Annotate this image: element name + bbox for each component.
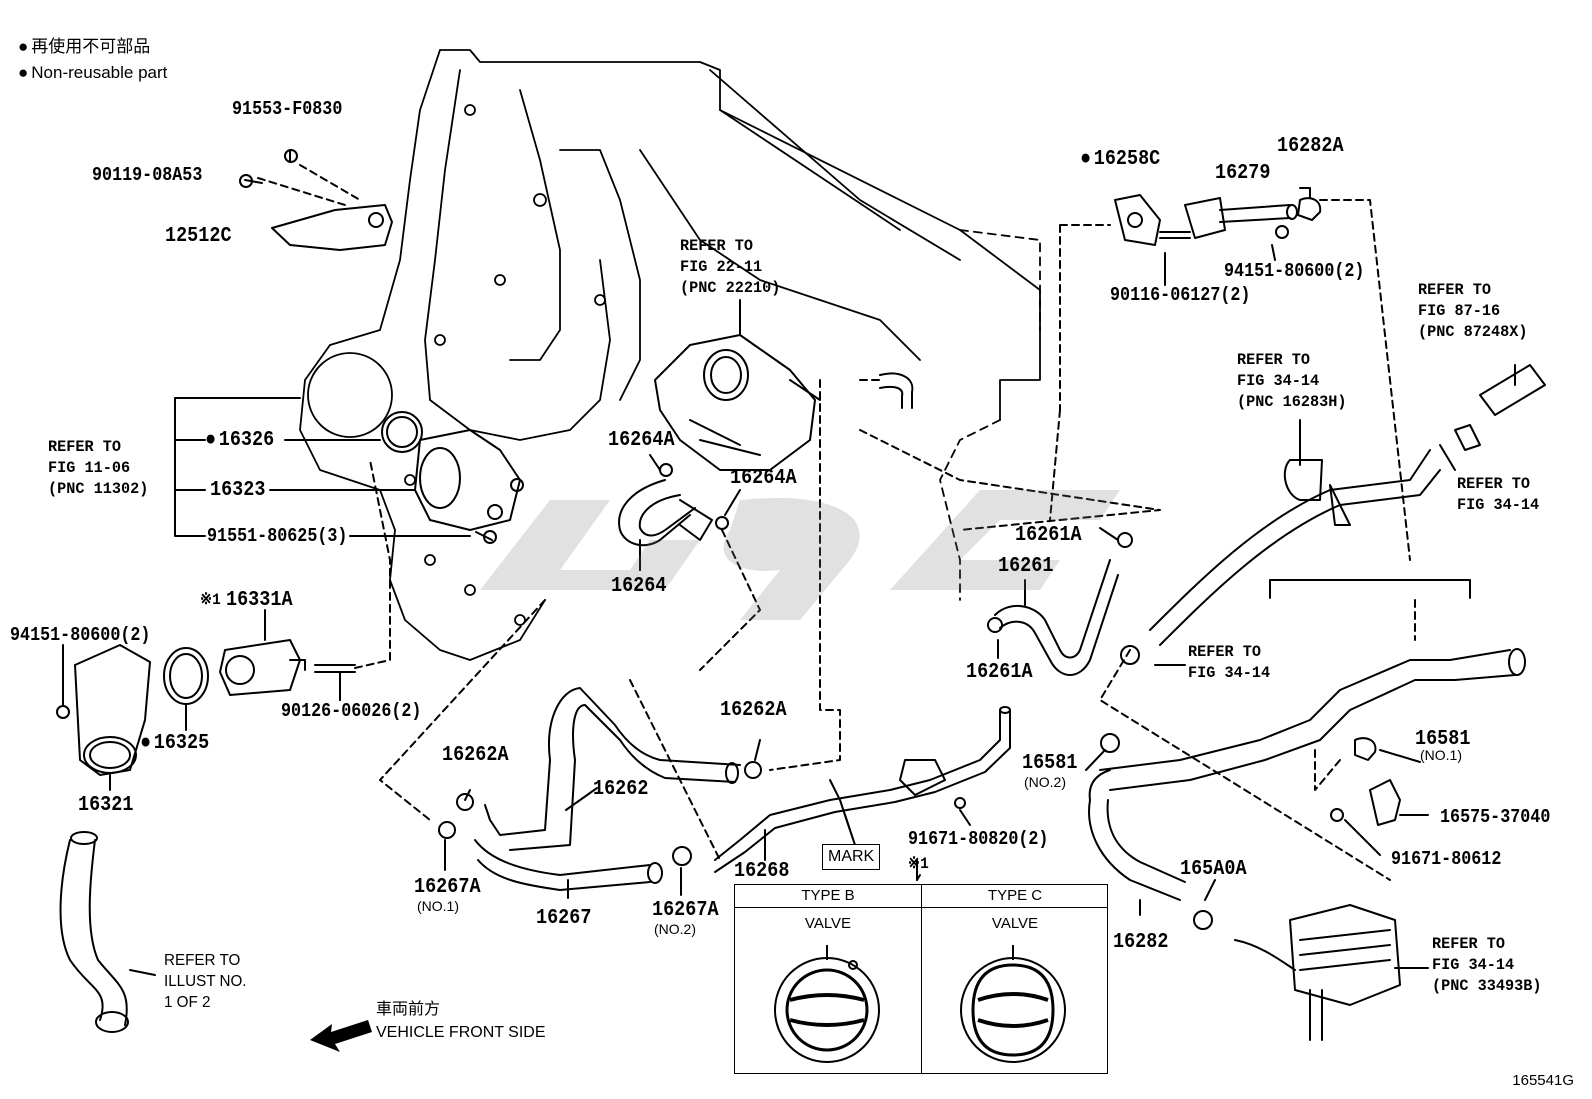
type-b-valve-label: VALVE <box>804 915 852 932</box>
part-91671-80612[interactable]: 91671-80612 <box>1391 848 1502 870</box>
label-no2-16267a: (NO.2) <box>654 921 696 937</box>
part-94151-80600-right[interactable]: 94151-80600(2) <box>1224 260 1365 282</box>
part-16581-no1[interactable]: 16581 <box>1415 728 1471 751</box>
part-16267a-no1[interactable]: 16267A <box>414 876 481 899</box>
type-b-header: TYPE B <box>735 885 921 908</box>
part-16261a-upper[interactable]: 16261A <box>1015 524 1082 547</box>
hose-16267 <box>474 839 651 891</box>
watermark-logo <box>480 490 1120 620</box>
ref-fig-22-11[interactable]: REFER TO FIG 22-11 (PNC 22210) <box>680 237 781 297</box>
part-16262[interactable]: 16262 <box>593 778 649 801</box>
part-12512c[interactable]: 12512C <box>165 225 232 248</box>
part-90116-06127[interactable]: 90116-06127(2) <box>1110 284 1251 306</box>
throttle-body <box>654 334 816 471</box>
type-c-valve-label: VALVE <box>991 915 1039 932</box>
part-16262a-upper[interactable]: 16262A <box>720 699 787 722</box>
ref-fig-11-06[interactable]: REFER TO FIG 11-06 (PNC 11302) <box>48 438 149 498</box>
oring-16326 <box>381 411 423 453</box>
part-16581-no2[interactable]: 16581 <box>1022 752 1078 775</box>
bracket-12512c <box>271 204 393 251</box>
pipe-16268 <box>714 709 1011 873</box>
ref-fig-34-14-d[interactable]: REFER TO FIG 34-14 (PNC 33493B) <box>1432 935 1542 995</box>
pipe-16279 <box>1184 197 1291 239</box>
legend-jp: 再使用不可部品 <box>18 38 150 55</box>
part-16262a-lower[interactable]: 16262A <box>442 744 509 767</box>
label-no2-16581: (NO.2) <box>1024 774 1066 790</box>
housing-16323 <box>414 429 521 531</box>
part-90126-06026[interactable]: 90126-06026(2) <box>281 700 422 722</box>
note-mark-1: ※1 <box>200 591 221 609</box>
water-inlet-16321 <box>74 644 151 776</box>
part-16258c[interactable]: 16258C <box>1080 149 1161 170</box>
part-16279[interactable]: 16279 <box>1215 162 1271 185</box>
part-16264a-lower[interactable]: 16264A <box>730 467 797 490</box>
part-16267[interactable]: 16267 <box>536 907 592 930</box>
part-16261[interactable]: 16261 <box>998 555 1054 578</box>
valve-illustrations <box>774 945 1066 1063</box>
figure-id: 165541G <box>1512 1072 1574 1089</box>
note-mark-2: ※1 <box>908 855 929 873</box>
part-91553-f0830[interactable]: 91553-F0830 <box>232 98 343 120</box>
hose-16264 <box>618 479 696 547</box>
part-16264a-upper[interactable]: 16264A <box>608 429 675 452</box>
thermostat-16331a <box>219 639 301 696</box>
part-16575-37040[interactable]: 16575-37040 <box>1440 806 1551 828</box>
mark-label: MARK <box>822 844 881 870</box>
radiator-hose <box>59 839 128 1026</box>
front-arrow-icon <box>310 1020 372 1052</box>
part-16267a-no2[interactable]: 16267A <box>652 899 719 922</box>
ref-illust-no-1[interactable]: REFER TO ILLUST NO. 1 OF 2 <box>164 952 247 1011</box>
flange-16258c <box>1114 194 1161 246</box>
part-165a0a[interactable]: 165A0A <box>1180 858 1247 881</box>
part-16325[interactable]: 16325 <box>140 733 209 754</box>
part-16326[interactable]: 16326 <box>205 430 274 451</box>
part-90119-08a53[interactable]: 90119-08A53 <box>92 164 203 186</box>
part-16331a[interactable]: 16331A <box>226 589 293 612</box>
hose-16262 <box>548 687 741 783</box>
type-b-column: TYPE B VALVE <box>735 885 921 1073</box>
label-no1-16581: (NO.1) <box>1420 747 1462 763</box>
timing-cover <box>299 49 1041 661</box>
legend-en: Non-reusable part <box>18 64 167 81</box>
part-16264[interactable]: 16264 <box>611 575 667 598</box>
part-16268[interactable]: 16268 <box>734 860 790 883</box>
front-label-jp: 車両前方 <box>376 1001 441 1018</box>
ref-fig-34-14-a[interactable]: REFER TO FIG 34-14 (PNC 16283H) <box>1237 351 1347 411</box>
part-16321[interactable]: 16321 <box>78 794 134 817</box>
part-91671-80820[interactable]: 91671-80820(2) <box>908 828 1049 850</box>
part-16261a-lower[interactable]: 16261A <box>966 661 1033 684</box>
part-94151-80600-left[interactable]: 94151-80600(2) <box>10 624 151 646</box>
ref-fig-34-14-c[interactable]: REFER TO FIG 34-14 <box>1188 643 1271 682</box>
front-label-en: VEHICLE FRONT SIDE <box>376 1024 546 1041</box>
thermostat-type-table: TYPE B VALVE TYPE C VALVE <box>734 884 1108 1074</box>
label-no1-16267a: (NO.1) <box>417 898 459 914</box>
oil-cooler <box>1289 904 1401 1006</box>
type-c-column: TYPE C VALVE <box>921 885 1108 1073</box>
type-c-header: TYPE C <box>922 885 1108 908</box>
ref-fig-87-16[interactable]: REFER TO FIG 87-16 (PNC 87248X) <box>1418 281 1528 341</box>
ref-fig-34-14-b[interactable]: REFER TO FIG 34-14 <box>1457 475 1540 514</box>
hose-16261 <box>994 559 1119 676</box>
hose-upper-right <box>1149 449 1441 646</box>
part-16282[interactable]: 16282 <box>1113 931 1169 954</box>
part-91551-80625[interactable]: 91551-80625(3) <box>207 525 348 547</box>
part-16282a[interactable]: 16282A <box>1277 135 1344 158</box>
hose-16282 <box>1088 649 1516 901</box>
part-16323[interactable]: 16323 <box>210 479 266 502</box>
